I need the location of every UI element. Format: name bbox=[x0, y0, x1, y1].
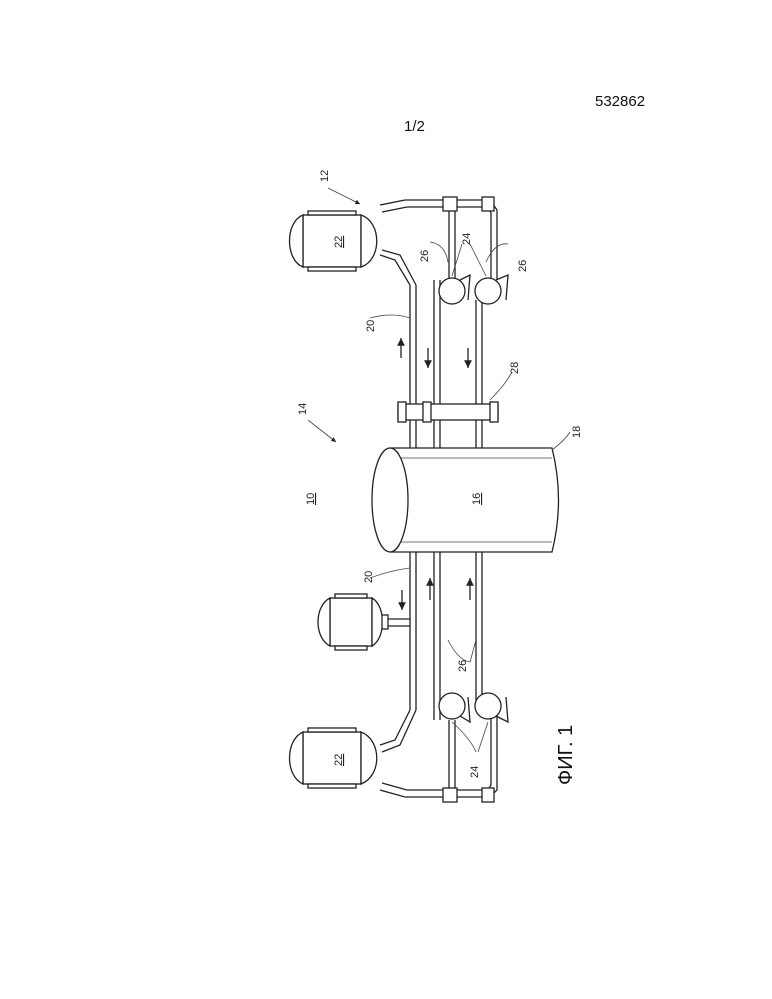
ref-18: 18 bbox=[571, 426, 583, 438]
ref-16: 16 bbox=[471, 493, 483, 505]
support-bracket bbox=[398, 402, 498, 422]
lower-pipes bbox=[380, 552, 497, 802]
ref-26-lower: 26 bbox=[457, 660, 469, 672]
lower-pump-1 bbox=[439, 693, 470, 722]
central-tank bbox=[372, 448, 559, 552]
upper-pump-1 bbox=[439, 275, 470, 304]
ref-20-upper: 20 bbox=[365, 320, 377, 332]
upper-pump-2 bbox=[475, 275, 508, 304]
ref-12: 12 bbox=[319, 170, 331, 182]
ref-28: 28 bbox=[509, 362, 521, 374]
ref-20-lower: 20 bbox=[363, 571, 375, 583]
ref-26-upper-left: 26 bbox=[419, 250, 431, 262]
ref-22-lower: 22 bbox=[333, 754, 345, 766]
figure-caption: ФИГ. 1 bbox=[555, 725, 577, 785]
ref-14: 14 bbox=[297, 403, 309, 415]
ref-24-upper: 24 bbox=[461, 233, 473, 245]
ref-22-upper: 22 bbox=[333, 236, 345, 248]
lower-pump-2 bbox=[475, 693, 508, 722]
ref-26-upper-right: 26 bbox=[517, 260, 529, 272]
ref-24-lower: 24 bbox=[469, 766, 481, 778]
middle-dome-tank bbox=[318, 594, 388, 650]
ref-10: 10 bbox=[305, 493, 317, 505]
